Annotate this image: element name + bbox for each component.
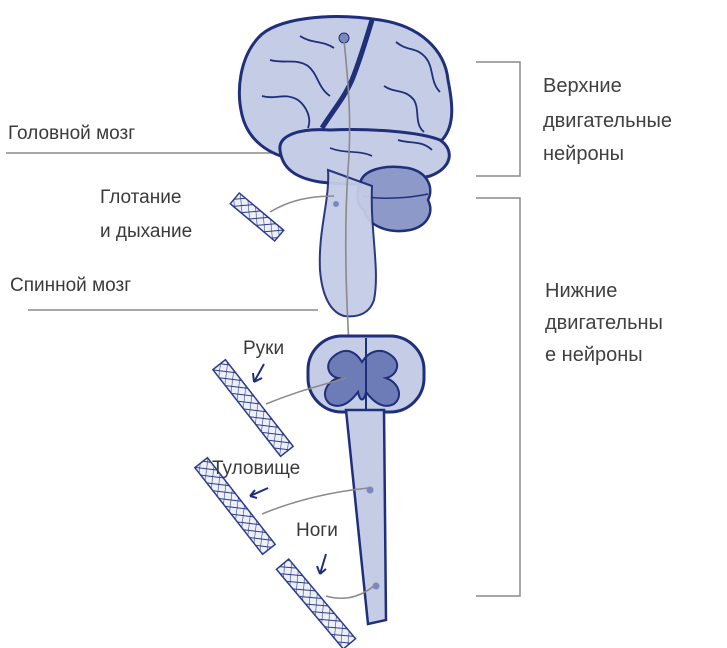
spinal-cord-label: Спинной мозг [10, 273, 131, 299]
upper-neurons-label-line2: двигательные [543, 107, 672, 135]
brain [239, 17, 451, 184]
arms-arrow [253, 364, 264, 382]
legs-label: Ноги [296, 518, 338, 544]
swallow-muscle [230, 193, 283, 241]
trunk-arrow [250, 488, 268, 498]
upper-neurons-label-line3: нейроны [543, 140, 624, 168]
swallow-label-line2: и дыхание [100, 219, 192, 245]
spinal-cord-cross-section [308, 336, 424, 412]
trunk-label: Туловище [212, 456, 300, 482]
legs-muscle [276, 559, 355, 648]
trunk-nerve [262, 488, 368, 514]
lower-neurons-label-line3: е нейроны [545, 341, 643, 369]
upper-neurons-label-line1: Верхние [543, 72, 622, 100]
arms-label: Руки [243, 336, 284, 362]
lower-neurons-label-line2: двигательны [545, 309, 663, 337]
upper-neurons-bracket [476, 62, 520, 176]
brain-label: Головной мозг [8, 121, 135, 147]
legs-arrow [317, 554, 326, 574]
lower-neurons-label-line1: Нижние [545, 277, 617, 305]
brainstem [320, 170, 376, 316]
lower-neurons-bracket [476, 198, 520, 596]
swallow-label-line1: Глотание [100, 185, 181, 211]
